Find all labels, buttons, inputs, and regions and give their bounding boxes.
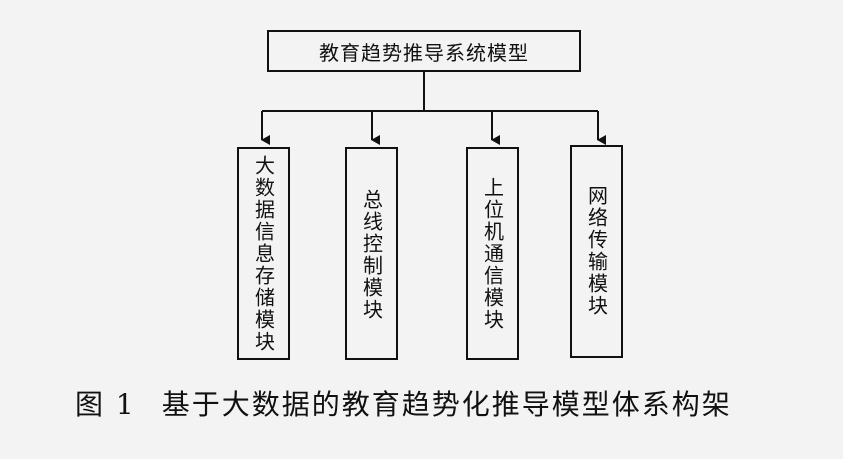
root-node-label: 教育趋势推导系统模型: [319, 40, 529, 65]
module-label-2: 总线控制模块: [359, 189, 384, 321]
module-node-1: 大数据信息存储模块: [237, 147, 290, 360]
figure-caption-text: 基于大数据的教育趋势化推导模型体系构架: [161, 388, 732, 421]
root-node: 教育趋势推导系统模型: [267, 30, 581, 72]
module-label-1: 大数据信息存储模块: [251, 155, 276, 353]
module-label-4: 网络传输模块: [584, 185, 609, 317]
module-label-3: 上位机通信模块: [480, 177, 505, 331]
figure-number: 图 1: [75, 388, 136, 421]
module-node-3: 上位机通信模块: [466, 147, 519, 360]
module-node-4: 网络传输模块: [570, 145, 623, 358]
figure-caption: 图 1 基于大数据的教育趋势化推导模型体系构架: [75, 383, 732, 423]
module-node-2: 总线控制模块: [345, 147, 398, 360]
